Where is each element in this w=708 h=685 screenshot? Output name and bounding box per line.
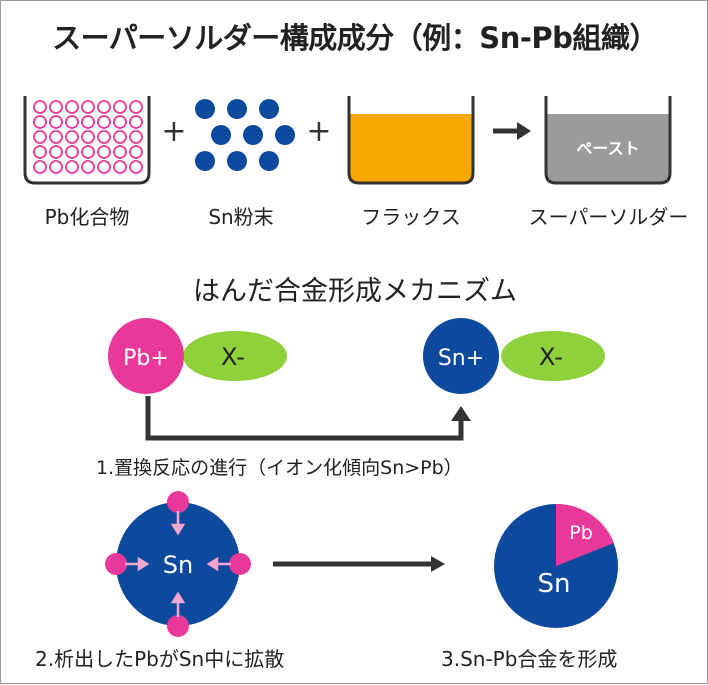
sn-label-step2: Sn (163, 551, 193, 579)
sn-pb-alloy-pie: Pb Sn (494, 503, 618, 628)
step-arrow (273, 556, 445, 572)
pb-dot-bottom (167, 615, 189, 637)
pb-compound-ring (97, 160, 111, 174)
sn-powder-dot (275, 125, 295, 145)
pb-label-step3: Pb (569, 522, 593, 544)
pb-compound-ring (97, 145, 111, 159)
pb-compound-ring (49, 100, 63, 114)
pb-compound-ring (33, 145, 47, 159)
step1-caption: 1.置換反応の進行（イオン化傾向Sn>Pb） (96, 457, 463, 479)
sn-ion-circle (423, 318, 499, 394)
pb-compound-ring (113, 100, 127, 114)
pb-dot-right (229, 553, 251, 575)
pb-compound-ring (129, 130, 143, 144)
mix-arrow (493, 122, 531, 140)
sn-ion-label: Sn+ (438, 346, 484, 371)
pb-compound-ring (49, 130, 63, 144)
paste-beaker: ペースト (544, 96, 672, 185)
pb-dot-left (105, 553, 127, 575)
sn-powder-dot (259, 99, 279, 119)
pb-compound-ring (129, 115, 143, 129)
sn-particle-diffusion: Sn (105, 491, 251, 637)
sn-powder-dot (259, 151, 279, 171)
pb-compound-ring (113, 145, 127, 159)
pb-compound-beaker (23, 96, 151, 185)
diffusion-arrows (125, 511, 231, 617)
pb-compound-ring (97, 115, 111, 129)
component-label-pb-compound: Pb化合物 (44, 205, 130, 229)
diagram-title: スーパーソルダー構成成分（例：Sn-Pb組織） (52, 21, 658, 55)
step2-caption: 2.析出したPbがSn中に拡散 (35, 647, 285, 671)
sn-label-step3: Sn (538, 569, 571, 599)
pb-compound-ring (81, 115, 95, 129)
mechanism-title: はんだ合金形成メカニズム (193, 276, 517, 307)
pb-ion-label: Pb+ (123, 346, 169, 371)
sn-powder-particles (195, 99, 295, 171)
component-label-flux: フラックス (361, 205, 461, 229)
pb-compound-ring (33, 115, 47, 129)
pb-compound-ring (113, 130, 127, 144)
step3-caption: 3.Sn-Pb合金を形成 (441, 647, 618, 671)
component-label-sn-powder: Sn粉末 (208, 205, 274, 229)
pb-compound-ring (65, 115, 79, 129)
pb-compound-ring (65, 160, 79, 174)
pb-compound-particles (33, 100, 143, 174)
sn-ion-pair: Sn+ X- (423, 318, 605, 394)
sn-powder-dot (195, 151, 215, 171)
plus-sign-1: + (161, 114, 186, 149)
sn-powder-dot (227, 99, 247, 119)
pb-dot-top (167, 491, 189, 513)
pb-compound-ring (113, 160, 127, 174)
pb-compound-ring (129, 100, 143, 114)
component-label-super-solder: スーパーソルダー (528, 205, 689, 229)
replacement-arrow (145, 396, 471, 441)
pb-compound-ring (49, 160, 63, 174)
pb-compound-ring (81, 160, 95, 174)
pb-compound-ring (97, 100, 111, 114)
pb-compound-ring (65, 100, 79, 114)
pb-compound-ring (65, 145, 79, 159)
pb-compound-ring (129, 160, 143, 174)
pb-compound-ring (81, 100, 95, 114)
pb-compound-ring (33, 160, 47, 174)
pb-compound-ring (97, 130, 111, 144)
anion-ellipse-right (501, 331, 605, 381)
anion-ellipse-left (183, 331, 287, 381)
sn-powder-dot (243, 125, 263, 145)
sn-powder-dot (195, 99, 215, 119)
anion-label-right: X- (539, 343, 563, 371)
pb-compound-ring (81, 145, 95, 159)
pb-alloy-region (556, 503, 614, 566)
flux-beaker (347, 96, 475, 185)
pb-compound-ring (113, 115, 127, 129)
paste-label: ペースト (576, 139, 639, 158)
pb-ion-pair: Pb+ X- (108, 318, 287, 394)
plus-sign-2: + (306, 114, 331, 149)
sn-powder-dot (211, 125, 231, 145)
pb-compound-ring (49, 145, 63, 159)
pb-compound-ring (129, 145, 143, 159)
pb-compound-ring (33, 130, 47, 144)
pb-compound-ring (33, 100, 47, 114)
anion-label-left: X- (221, 343, 245, 371)
pb-compound-ring (65, 130, 79, 144)
sn-powder-dot (227, 151, 247, 171)
pb-compound-ring (49, 115, 63, 129)
pb-compound-ring (81, 130, 95, 144)
pb-ion-circle (108, 318, 184, 394)
